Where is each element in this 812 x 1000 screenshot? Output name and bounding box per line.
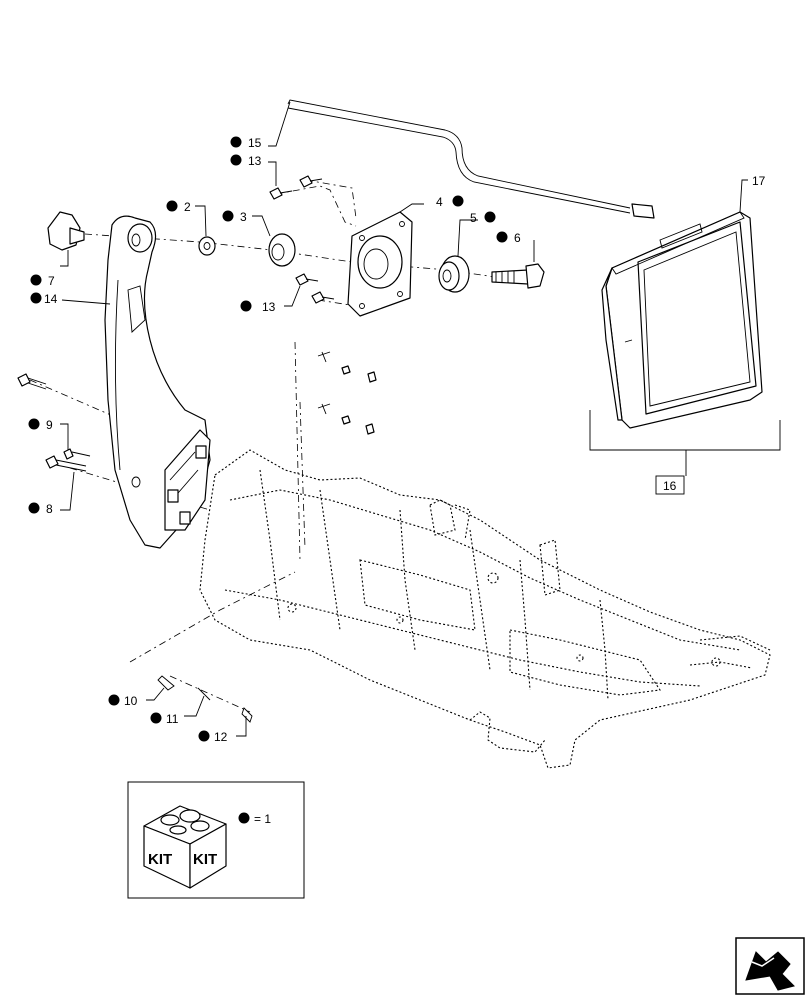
callout-label: 13 <box>262 300 276 314</box>
callout-11: 11 <box>150 712 179 726</box>
frame-hardware <box>317 351 377 435</box>
kit-equals-label: = 1 <box>254 812 271 826</box>
alignment-lines <box>29 179 496 713</box>
kit-legend: KIT KIT = 1 <box>127 781 305 899</box>
callout-label: 15 <box>248 136 262 150</box>
callout-14: 14 <box>30 292 58 306</box>
armrest-bracket <box>104 215 211 549</box>
callout-label: 13 <box>248 154 262 168</box>
callout-label: 4 <box>436 195 443 209</box>
callout-9: 9 <box>28 418 53 432</box>
knob-part <box>47 211 85 251</box>
mounting-plate-part <box>347 211 413 317</box>
cable-part <box>287 99 655 219</box>
callout-12: 12 <box>198 730 228 744</box>
callout-label: 3 <box>240 210 247 224</box>
callout-label: 7 <box>48 274 55 288</box>
callout-13: 13 <box>230 154 262 168</box>
leader-lines <box>60 101 748 737</box>
callout-label: 5 <box>470 211 477 225</box>
callout-16: 16 <box>655 475 685 495</box>
callout-6: 6 <box>496 231 521 245</box>
next-page-arrow-icon[interactable] <box>735 937 805 995</box>
callout-label: 9 <box>46 418 53 432</box>
washer-part <box>198 236 216 256</box>
callout-label: 12 <box>214 730 228 744</box>
callout-4: 4 <box>436 195 464 209</box>
callout-label: 6 <box>514 231 521 245</box>
callout-label: 2 <box>184 200 191 214</box>
long-bolts <box>17 373 91 472</box>
callout-17: 17 <box>752 174 766 188</box>
callout-label: 16 <box>663 479 677 493</box>
kit-label-right: KIT <box>193 851 217 868</box>
callout-15: 15 <box>230 136 262 150</box>
callout-7: 7 <box>30 274 55 288</box>
cup-part <box>268 233 296 267</box>
callout-label: 8 <box>46 502 53 516</box>
callout-10: 10 <box>108 694 138 708</box>
bushing-part <box>438 255 470 293</box>
small-screws <box>269 175 335 304</box>
group-bracket <box>589 410 781 476</box>
callouts: 15 13 2 3 4 5 6 7 <box>28 136 766 744</box>
callout-2: 2 <box>166 200 191 214</box>
display-monitor <box>601 211 763 429</box>
chassis-frame <box>199 449 771 769</box>
pins <box>157 675 253 723</box>
callout-label: 17 <box>752 174 766 188</box>
kit-box-icon: KIT KIT <box>143 805 227 889</box>
kit-label-left: KIT <box>148 851 172 868</box>
callout-8: 8 <box>28 502 53 516</box>
bolt-part <box>491 263 545 289</box>
callout-13: 13 <box>240 300 276 314</box>
callout-label: 14 <box>44 292 58 306</box>
callout-label: 10 <box>124 694 138 708</box>
callout-5: 5 <box>470 211 496 225</box>
callout-3: 3 <box>222 210 247 224</box>
callout-label: 11 <box>166 712 179 726</box>
